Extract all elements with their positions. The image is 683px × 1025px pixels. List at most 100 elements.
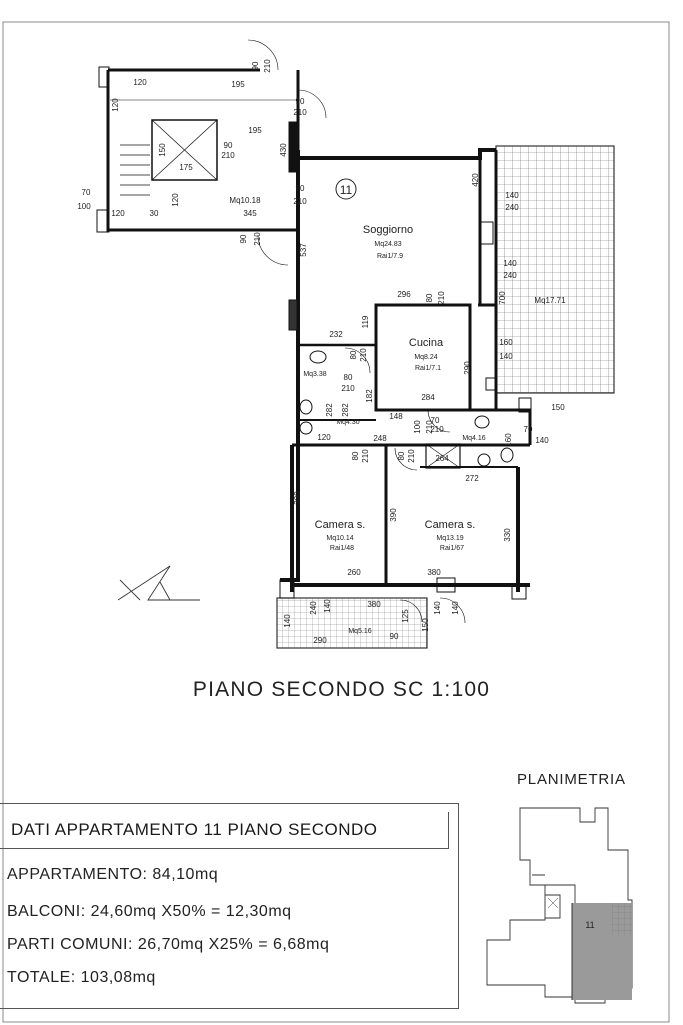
dimension-label: 140 xyxy=(503,259,517,268)
apartment-number: 11 xyxy=(340,183,353,197)
room-camera-right-name: Camera s. xyxy=(425,519,476,531)
dimension-label: 140 xyxy=(323,599,332,613)
dimension-label: 210 xyxy=(430,425,444,434)
room-camera-left-area: Mq10.14 xyxy=(326,535,353,542)
dimension-label: 390 xyxy=(389,508,398,522)
dimension-label: 120 xyxy=(133,78,147,87)
room-camera-left-name: Camera s. xyxy=(315,519,366,531)
dimension-label: 210 xyxy=(293,108,307,117)
balcony-south-area: Mq5.16 xyxy=(348,628,371,635)
dimension-label: 210 xyxy=(221,151,235,160)
dimension-label: 210 xyxy=(253,232,262,246)
dimension-label: 195 xyxy=(248,126,262,135)
dimension-label: 150 xyxy=(158,143,167,157)
dimension-label: 140 xyxy=(499,352,513,361)
dimension-label: 210 xyxy=(425,420,434,434)
dimension-label: 210 xyxy=(341,384,355,393)
dimension-label: 284 xyxy=(421,393,435,402)
dimension-label: 140 xyxy=(451,601,460,615)
data-box-frame xyxy=(0,803,459,1009)
dimension-label: 150 xyxy=(551,403,565,412)
dimension-label: 80 xyxy=(351,451,360,460)
dimension-label: 100 xyxy=(413,420,422,434)
dimension-label: 140 xyxy=(505,191,519,200)
dimension-label: 80 xyxy=(344,373,353,382)
dimension-label: 210 xyxy=(263,59,272,73)
room-scale-area: Mq10.18 xyxy=(229,196,261,205)
room-soggiorno-ratio: Rai1/7.9 xyxy=(377,253,403,260)
data-row-balconi: BALCONI: 24,60mq X50% = 12,30mq xyxy=(7,903,292,920)
dimension-label: 90 xyxy=(296,184,305,193)
dimension-label: 148 xyxy=(389,412,403,421)
planimetria-key-map xyxy=(486,807,633,1004)
room-cucina-ratio: Rai1/7.1 xyxy=(415,365,441,372)
dimension-label: 232 xyxy=(329,330,343,339)
dimension-label: 90 xyxy=(239,234,248,243)
dimension-label: 264 xyxy=(435,454,449,463)
dimension-label: 80 xyxy=(425,293,434,302)
dimension-label: 210 xyxy=(437,291,446,305)
dimension-label: 90 xyxy=(296,97,305,106)
room-camera-left-ratio: Rai1/48 xyxy=(330,545,354,552)
room-labels: Soggiorno Mq24.83 Rai1/7.9 Cucina Mq8.24… xyxy=(229,196,566,635)
dimension-label: 420 xyxy=(471,173,480,187)
dimension-label: 120 xyxy=(111,209,125,218)
data-row-appartamento: APPARTAMENTO: 84,10mq xyxy=(7,866,219,883)
planimetria-unit-label: 11 xyxy=(585,920,594,930)
dimension-label: 248 xyxy=(373,434,387,443)
dimension-label: 210 xyxy=(293,197,307,206)
dimension-label: 210 xyxy=(407,449,416,463)
dimension-label: 160 xyxy=(499,338,513,347)
dimension-label: 700 xyxy=(498,291,507,305)
dimension-label: 140 xyxy=(433,601,442,615)
dimension-label: 210 xyxy=(359,348,368,362)
dimension-label: 80 xyxy=(397,451,406,460)
data-box-header-text: DATI APPARTAMENTO 11 PIANO SECONDO xyxy=(11,820,378,839)
dimension-label: 182 xyxy=(365,389,374,403)
dimension-label: 80 xyxy=(349,350,358,359)
apartment-number-marker xyxy=(335,178,357,200)
dimension-label: 195 xyxy=(231,80,245,89)
dimension-label: 260 xyxy=(347,568,361,577)
dimension-label: 296 xyxy=(397,290,411,299)
dimension-label: 240 xyxy=(309,601,318,615)
dimension-label: 120 xyxy=(171,193,180,207)
drawing-title: PIANO SECONDO SC 1:100 xyxy=(192,678,491,701)
dimension-label: 70 xyxy=(524,425,533,434)
balcony-south xyxy=(276,597,428,649)
dimension-label: 150 xyxy=(421,618,430,632)
dimension-label: 140 xyxy=(535,436,549,445)
north-arrow-icon xyxy=(117,565,200,601)
dimension-label: 90 xyxy=(224,141,233,150)
room-soggiorno-area: Mq24.83 xyxy=(374,241,401,248)
room-disimpegno-area: Mq4.30 xyxy=(336,419,359,426)
dimension-label: 282 xyxy=(341,403,350,417)
dimension-label: 70 xyxy=(431,416,440,425)
room-soggiorno-name: Soggiorno xyxy=(363,224,413,236)
stair-block xyxy=(96,39,327,266)
dimension-label: 240 xyxy=(503,271,517,280)
room-camera-right-ratio: Rai1/67 xyxy=(440,545,464,552)
room-cucina-name: Cucina xyxy=(409,337,444,349)
dimension-label: 430 xyxy=(279,143,288,157)
dimension-label: 210 xyxy=(361,449,370,463)
dimension-label: 537 xyxy=(299,243,308,257)
dimension-label: 330 xyxy=(503,528,512,542)
balcony-east-area: Mq17.71 xyxy=(534,296,566,305)
room-bagno-1-area: Mq3.38 xyxy=(303,371,326,378)
dimension-label: 125 xyxy=(401,609,410,623)
dimension-label: 290 xyxy=(463,361,472,375)
dimension-label: 272 xyxy=(465,474,479,483)
room-bagno-2-area: Mq4.16 xyxy=(462,435,485,442)
planimetria-title: PLANIMETRIA xyxy=(517,771,626,788)
data-box-header: DATI APPARTAMENTO 11 PIANO SECONDO xyxy=(0,812,449,849)
dimension-label: 90 xyxy=(251,61,260,70)
dimension-label: 290 xyxy=(313,636,327,645)
dimension-label: 120 xyxy=(317,433,331,442)
dimension-label: 380 xyxy=(367,600,381,609)
dimension-label: 175 xyxy=(179,163,193,172)
dimension-label: 90 xyxy=(390,632,399,641)
data-row-totale: TOTALE: 103,08mq xyxy=(7,969,156,986)
